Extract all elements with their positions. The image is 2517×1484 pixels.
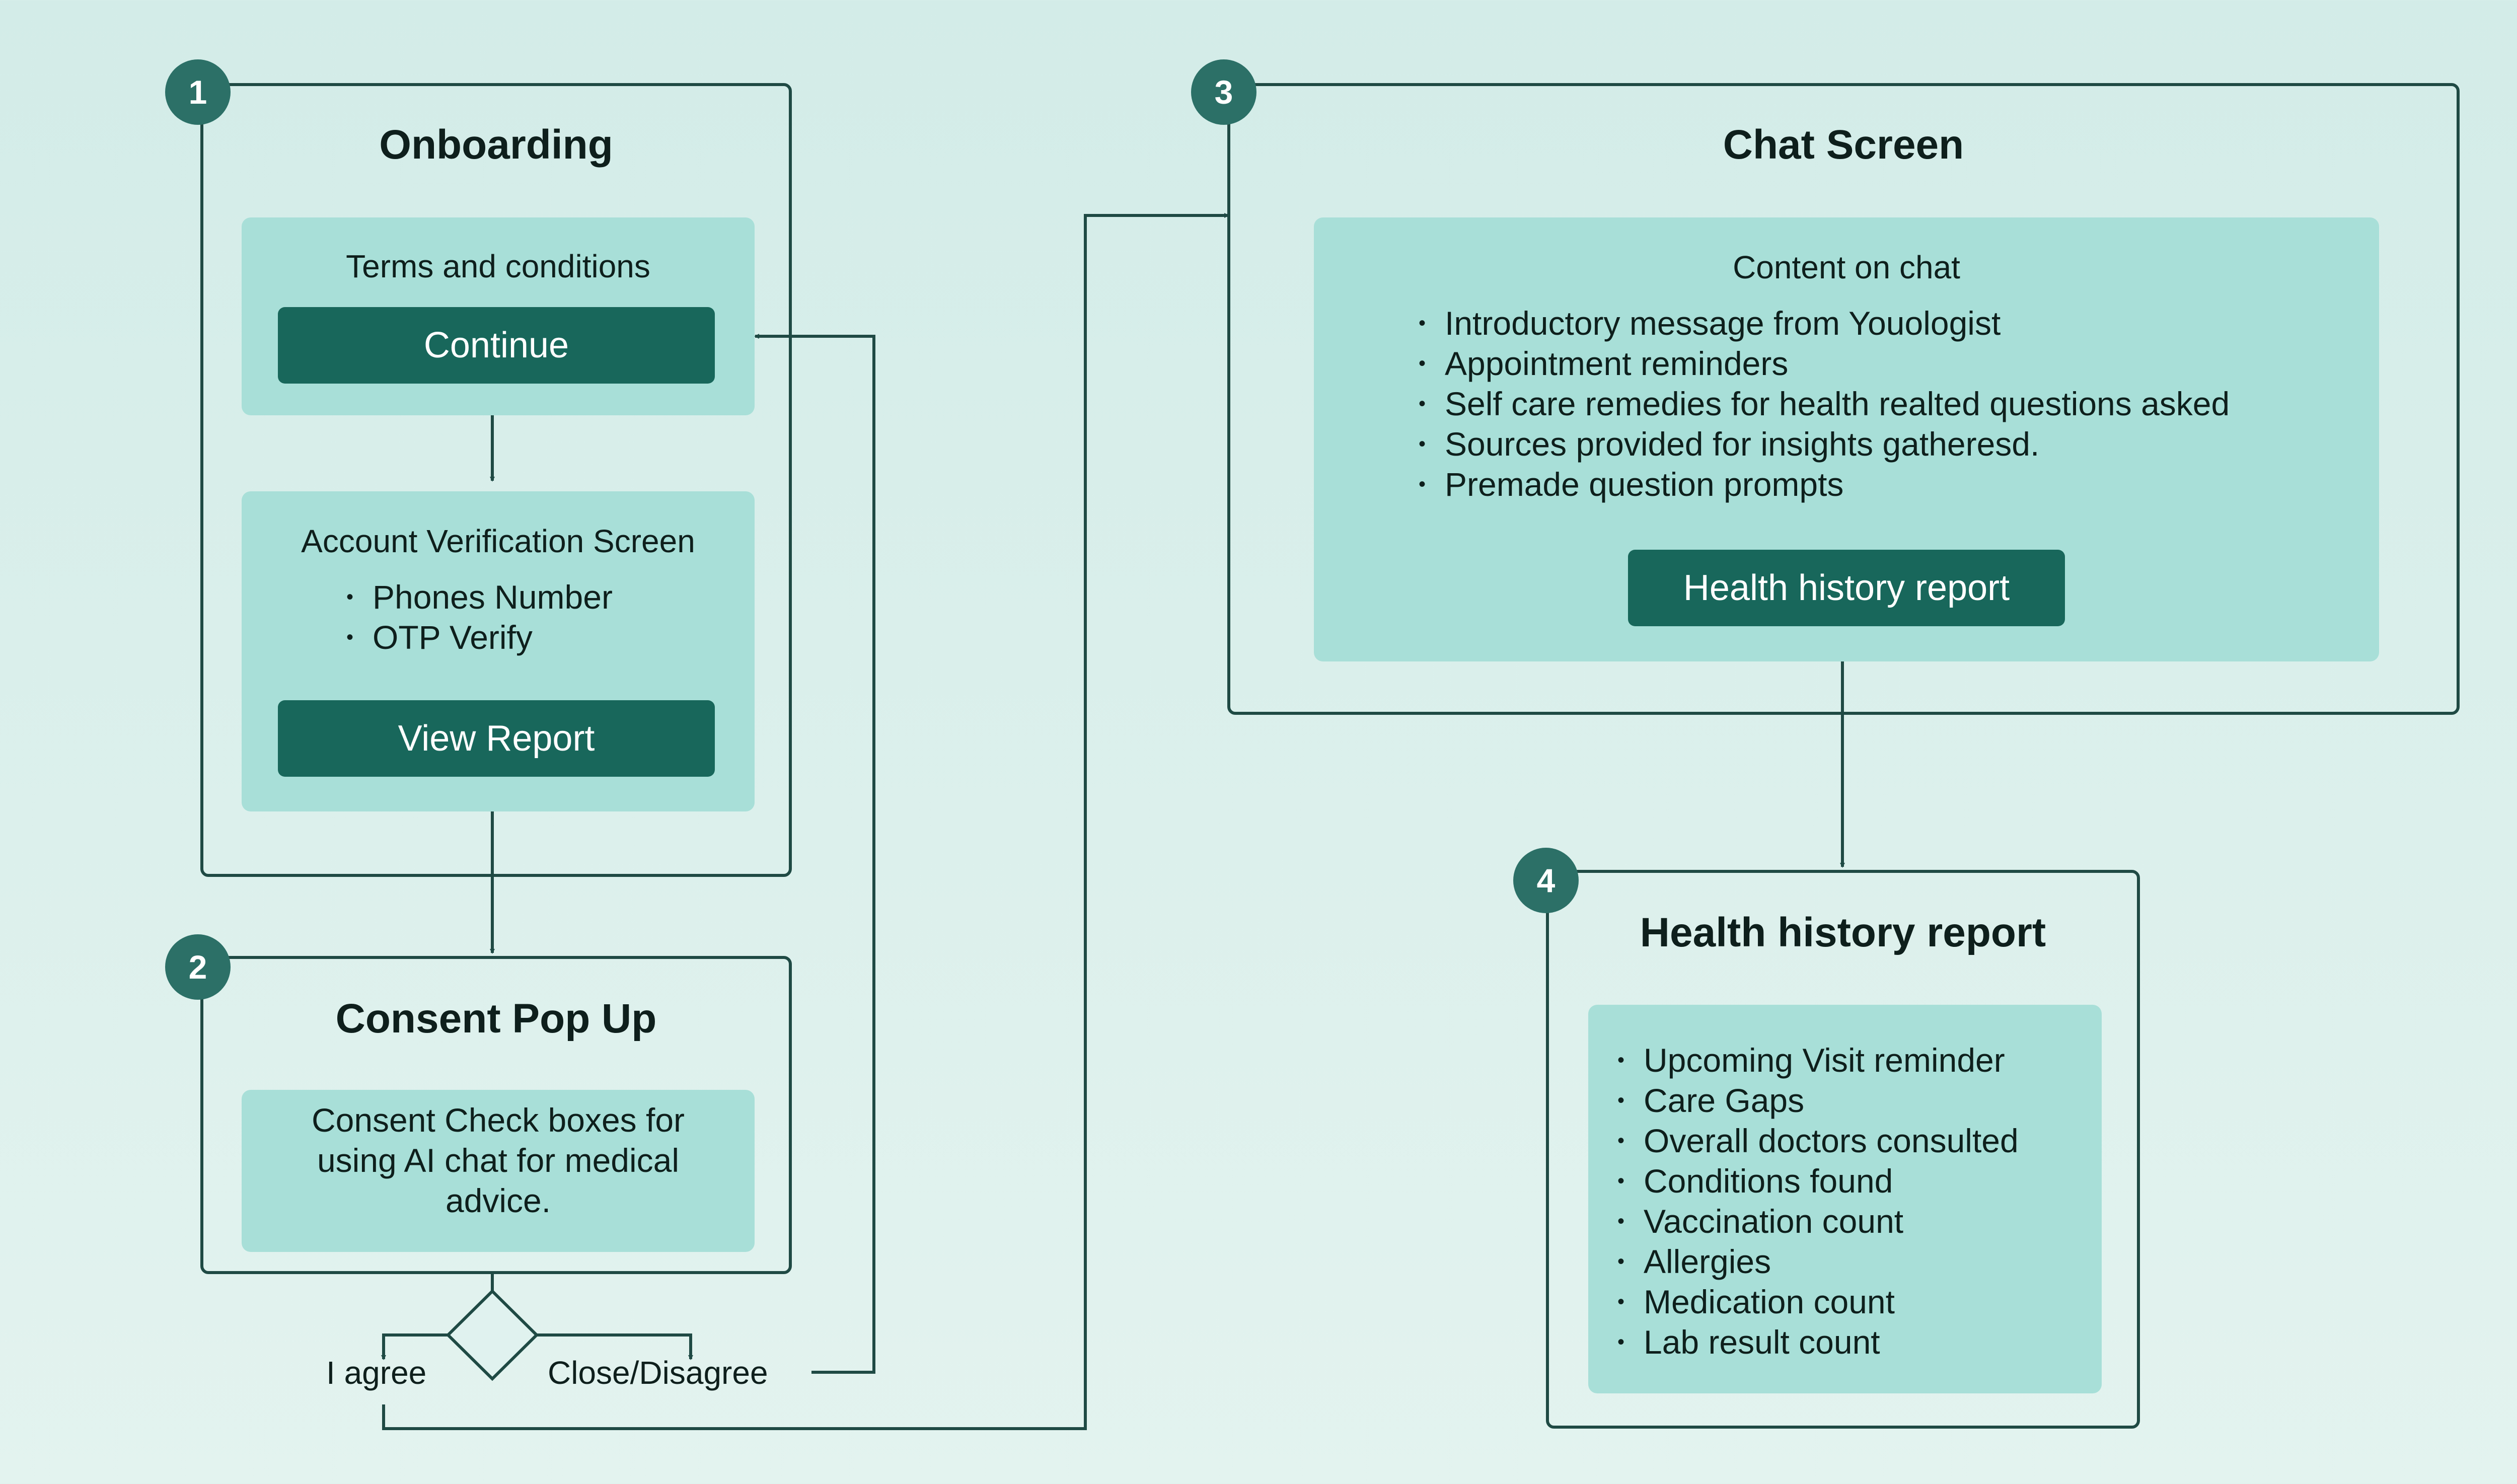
list-item: Lab result count bbox=[1613, 1322, 2019, 1362]
step-3-badge: 3 bbox=[1191, 59, 1256, 125]
account-verification-panel: Account Verification Screen Phones Numbe… bbox=[242, 491, 755, 811]
list-item: Phones Number bbox=[342, 577, 613, 617]
chat-content-items: Introductory message from Youologist App… bbox=[1415, 303, 2230, 504]
list-item: Introductory message from Youologist bbox=[1415, 303, 2230, 343]
continue-button[interactable]: Continue bbox=[278, 307, 715, 384]
list-item: Care Gaps bbox=[1613, 1080, 2019, 1121]
list-item: Medication count bbox=[1613, 1282, 2019, 1322]
disagree-option[interactable]: Close/Disagree bbox=[548, 1355, 768, 1391]
step-1-badge: 1 bbox=[165, 59, 231, 125]
chat-content-panel: Content on chat Introductory message fro… bbox=[1314, 217, 2379, 661]
list-item: Premade question prompts bbox=[1415, 464, 2230, 504]
decision-diamond bbox=[446, 1289, 539, 1381]
terms-panel-title: Terms and conditions bbox=[346, 248, 650, 284]
list-item: Self care remedies for health realted qu… bbox=[1415, 384, 2230, 424]
arrow-disagree-back-to-continue bbox=[754, 334, 875, 1374]
step-2-badge: 2 bbox=[165, 934, 231, 1000]
chat-screen-title: Chat Screen bbox=[1723, 122, 1964, 168]
list-item: Vaccination count bbox=[1613, 1201, 2019, 1241]
health-report-card: Health history report Upcoming Visit rem… bbox=[1546, 870, 2140, 1429]
health-history-report-button[interactable]: Health history report bbox=[1628, 550, 2065, 626]
agree-option[interactable]: I agree bbox=[326, 1355, 427, 1391]
health-report-panel: Upcoming Visit reminder Care Gaps Overal… bbox=[1588, 1005, 2102, 1393]
list-item: Allergies bbox=[1613, 1241, 2019, 1282]
chat-content-title: Content on chat bbox=[1733, 249, 1960, 285]
chat-screen-card: Chat Screen Content on chat Introductory… bbox=[1227, 83, 2460, 715]
terms-panel: Terms and conditions Continue bbox=[242, 217, 755, 415]
list-item: Upcoming Visit reminder bbox=[1613, 1040, 2019, 1080]
list-item: OTP Verify bbox=[342, 617, 613, 657]
verification-items: Phones Number OTP Verify bbox=[342, 577, 613, 657]
health-report-items: Upcoming Visit reminder Care Gaps Overal… bbox=[1613, 1040, 2019, 1362]
account-verification-title: Account Verification Screen bbox=[301, 523, 695, 559]
consent-panel: Consent Check boxes for using AI chat fo… bbox=[242, 1090, 755, 1252]
arrow-to-disagree bbox=[537, 1333, 693, 1360]
list-item: Conditions found bbox=[1613, 1161, 2019, 1201]
list-item: Appointment reminders bbox=[1415, 343, 2230, 384]
list-item: Sources provided for insights gatheresd. bbox=[1415, 424, 2230, 464]
onboarding-title: Onboarding bbox=[379, 122, 613, 168]
view-report-button[interactable]: View Report bbox=[278, 700, 715, 777]
health-report-title: Health history report bbox=[1640, 910, 2046, 955]
consent-panel-text: Consent Check boxes for using AI chat fo… bbox=[311, 1101, 685, 1219]
list-item: Overall doctors consulted bbox=[1613, 1121, 2019, 1161]
onboarding-card: Onboarding Terms and conditions Continue… bbox=[200, 83, 792, 877]
step-4-badge: 4 bbox=[1513, 848, 1579, 913]
arrow-to-agree bbox=[381, 1333, 448, 1360]
consent-card: Consent Pop Up Consent Check boxes for u… bbox=[200, 956, 792, 1274]
arrow-agree-to-chat bbox=[382, 213, 1229, 1430]
consent-title: Consent Pop Up bbox=[335, 996, 657, 1042]
